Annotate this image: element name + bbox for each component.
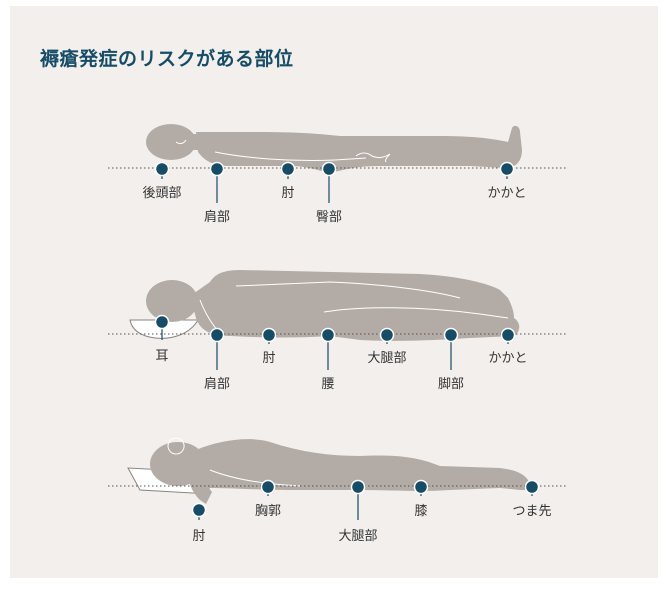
pressure-point: 肘 bbox=[262, 329, 275, 367]
pressure-point-label: 肘 bbox=[262, 351, 275, 366]
pressure-point-label: 肩部 bbox=[204, 376, 230, 392]
pressure-point-label: 耳 bbox=[155, 349, 168, 364]
pressure-point-label: 膝 bbox=[414, 504, 427, 519]
pressure-point-label: 肘 bbox=[192, 529, 205, 544]
pressure-point: 肘 bbox=[281, 163, 294, 202]
pressure-point: 臀部 bbox=[316, 163, 342, 226]
posture-prone: 肘 胸郭 大腿部 膝 つま先 bbox=[108, 438, 568, 544]
posture-lateral: 耳 肩部 肘 腰 大腿部 脚部 かかと bbox=[108, 270, 568, 392]
pressure-point: 肘 bbox=[192, 504, 205, 545]
pressure-point-label: かかと bbox=[487, 186, 526, 201]
pressure-point-label: 脚部 bbox=[438, 376, 464, 392]
pressure-point-label: 後頭部 bbox=[142, 186, 181, 201]
pressure-point-label: かかと bbox=[488, 351, 527, 366]
pressure-point-label: 肘 bbox=[281, 186, 294, 201]
pressure-point-label: 大腿部 bbox=[367, 351, 406, 366]
prone-body-silhouette bbox=[150, 439, 536, 504]
posture-supine: 後頭部 肩部 肘 臀部 かかと bbox=[108, 124, 568, 225]
pressure-point: 膝 bbox=[414, 481, 427, 520]
pressure-point-label: 胸郭 bbox=[255, 503, 281, 519]
pressure-point-label: 大腿部 bbox=[338, 529, 377, 544]
pressure-point: 肩部 bbox=[204, 329, 230, 393]
pressure-point-label: 腰 bbox=[321, 377, 334, 392]
pressure-point-label: つま先 bbox=[512, 504, 551, 519]
pressure-point: 耳 bbox=[155, 316, 168, 365]
pressure-point-label: 肩部 bbox=[204, 209, 230, 225]
pressure-point: 腰 bbox=[321, 329, 334, 393]
pressure-point: 肩部 bbox=[204, 163, 230, 226]
pressure-point-label: 臀部 bbox=[316, 210, 342, 225]
